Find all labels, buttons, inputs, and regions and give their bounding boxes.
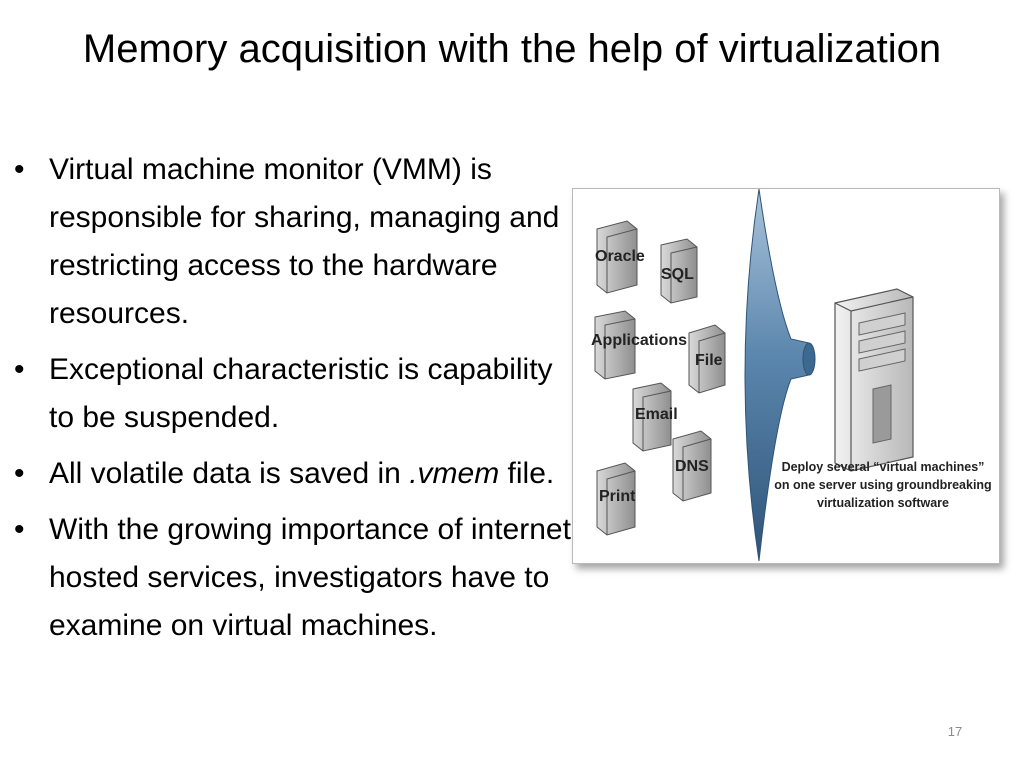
server-label-file: File bbox=[695, 352, 723, 369]
bullet-item: • All volatile data is saved in .vmem fi… bbox=[14, 450, 584, 498]
server-icon-oracle bbox=[596, 220, 638, 294]
bullet-item: • Exceptional characteristic is capabili… bbox=[14, 346, 584, 442]
server-tower-icon bbox=[834, 288, 914, 472]
vmem-extension: .vmem bbox=[409, 457, 500, 490]
caption-line-3: virtualization software bbox=[817, 496, 949, 510]
server-label-email: Email bbox=[635, 406, 678, 423]
bullet-text: With the growing importance of internet-… bbox=[49, 513, 581, 642]
server-icon-sql bbox=[660, 238, 698, 304]
server-icon-print bbox=[596, 462, 636, 536]
server-icon-email bbox=[632, 382, 672, 452]
bullet-text-before: All volatile data is saved in bbox=[49, 457, 410, 490]
bullet-item: • With the growing importance of interne… bbox=[14, 506, 584, 650]
server-label-print: Print bbox=[599, 488, 636, 505]
bullet-marker: • bbox=[14, 513, 25, 546]
server-icon-applications bbox=[594, 310, 636, 380]
server-label-oracle: Oracle bbox=[595, 248, 645, 265]
bullet-marker: • bbox=[14, 353, 25, 386]
funnel-illustration bbox=[744, 189, 816, 562]
caption-line-2: on one server using groundbreaking bbox=[774, 478, 991, 492]
virtualization-figure: Oracle SQL Applications File Email DNS P… bbox=[572, 188, 1000, 564]
bullet-text: Exceptional characteristic is capability… bbox=[49, 353, 553, 434]
server-label-sql: SQL bbox=[661, 266, 694, 283]
server-icon-dns bbox=[672, 430, 712, 502]
bullet-marker: • bbox=[14, 457, 25, 490]
server-label-applications: Applications bbox=[591, 332, 687, 349]
bullet-marker: • bbox=[14, 153, 25, 186]
virtualization-illustration: Oracle SQL Applications File Email DNS P… bbox=[591, 189, 992, 562]
slide-number: 17 bbox=[947, 724, 963, 739]
bullet-text-after: file. bbox=[499, 457, 555, 490]
bullet-text: Virtual machine monitor (VMM) is respons… bbox=[49, 153, 560, 330]
slide-title: Memory acquisition with the help of virt… bbox=[82, 27, 942, 71]
bullet-list: • Virtual machine monitor (VMM) is respo… bbox=[14, 146, 584, 658]
caption-line-1: Deploy several “virtual machines” bbox=[782, 460, 985, 474]
server-label-dns: DNS bbox=[675, 458, 709, 475]
bullet-item: • Virtual machine monitor (VMM) is respo… bbox=[14, 146, 584, 338]
server-icon-file bbox=[688, 324, 726, 394]
